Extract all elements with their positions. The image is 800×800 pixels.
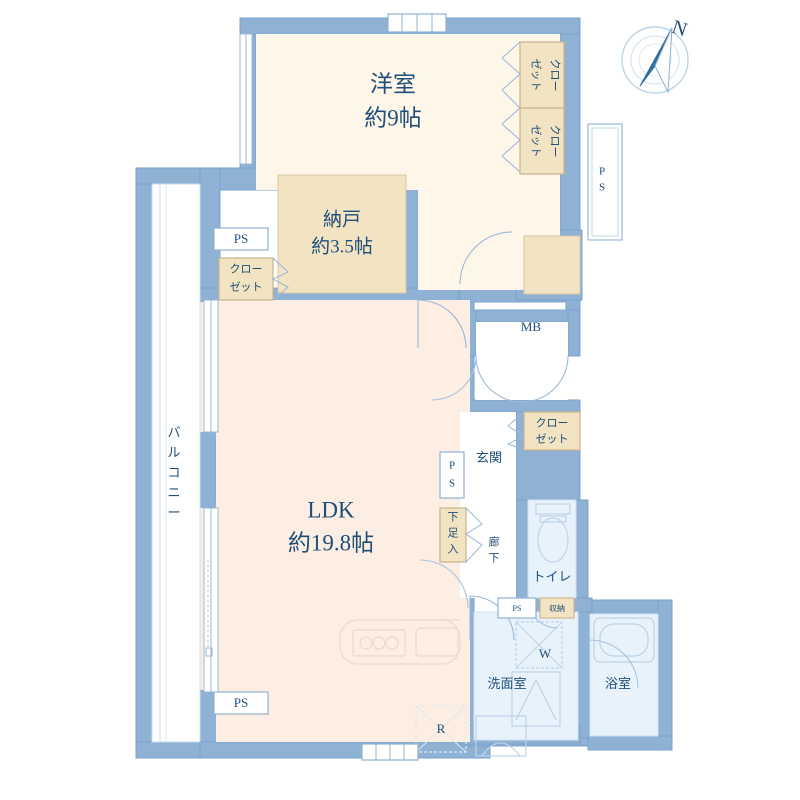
closet-label-1b: ゼット xyxy=(529,59,542,92)
label-entrance: 玄関 xyxy=(476,450,502,465)
ps-markers: PS PS P S PS P S xyxy=(213,123,623,715)
shoe-box: 下 足 入 xyxy=(439,507,483,563)
svg-text:コ: コ xyxy=(167,465,180,480)
room-corridor xyxy=(460,412,516,598)
label-mb: MB xyxy=(521,319,542,334)
closet-label-4a: クロー xyxy=(536,417,569,430)
north-arrow: N xyxy=(621,16,690,94)
closet-label-1a: クロー xyxy=(548,59,561,92)
svg-text:ル: ル xyxy=(167,445,180,460)
shoe-box-ch1: 下 xyxy=(448,512,459,524)
label-ldk-area: 約19.8帖 xyxy=(288,530,374,555)
closet-label-2b: ゼット xyxy=(529,125,542,158)
ps-label-sw: PS xyxy=(234,695,248,710)
ps-label-wash: PS xyxy=(513,604,522,613)
ps-entrance-p: P xyxy=(449,460,455,472)
hall-floor xyxy=(476,322,568,400)
ps-east-p: P xyxy=(599,166,605,178)
refrigerator-label: R xyxy=(437,721,446,736)
kitchen-counter xyxy=(339,619,461,665)
room-bathroom xyxy=(589,613,659,737)
svg-text:バ: バ xyxy=(167,425,180,440)
refrigerator: R xyxy=(415,705,467,753)
ps-washroom: PS xyxy=(497,597,537,619)
label-bedroom-name: 洋室 xyxy=(370,71,416,96)
closet-label-4b: ゼット xyxy=(536,433,569,446)
label-storeroom-name: 納戸 xyxy=(323,208,361,230)
label-bedroom-area: 約9帖 xyxy=(364,105,422,130)
label-storeroom-area: 約3.5帖 xyxy=(311,235,373,257)
toilet-fixture xyxy=(535,503,571,563)
closet-bedroom-lower: クロー ゼット xyxy=(501,107,565,175)
label-washroom: 洗面室 xyxy=(487,676,526,691)
svg-text:ー: ー xyxy=(167,505,180,520)
ps-southwest: PS xyxy=(213,691,269,715)
windows xyxy=(203,13,447,761)
east-alcove-storage xyxy=(523,235,581,295)
label-balcony: バ ル コ ニ ー xyxy=(167,425,180,520)
washing-machine: W xyxy=(515,621,563,669)
shoe-box-ch3: 入 xyxy=(448,544,459,556)
room-ldk-main xyxy=(216,300,470,742)
ps-east-outer: P S xyxy=(587,123,623,241)
label-toilet: トイレ xyxy=(532,569,571,584)
closet-storeroom: クロー ゼット xyxy=(218,257,289,301)
ps-label-nw: PS xyxy=(234,231,248,246)
closet-label-3a: クロー xyxy=(230,263,263,276)
washing-machine-label: W xyxy=(539,646,552,661)
label-corridor-ch1: 廊 xyxy=(489,535,500,549)
label-corridor-ch2: 下 xyxy=(489,553,500,565)
shoe-box-ch2: 足 xyxy=(448,528,459,540)
balcony xyxy=(151,183,201,743)
svg-text:ニ: ニ xyxy=(167,485,180,500)
ps-east-s: S xyxy=(599,182,605,194)
ps-entrance: P S xyxy=(439,451,465,499)
storage-small-label: 収納 xyxy=(549,603,565,613)
north-label: N xyxy=(669,16,690,41)
room-storeroom xyxy=(277,174,407,294)
label-bathroom: 浴室 xyxy=(605,676,631,691)
label-ldk-name: LDK xyxy=(307,497,355,522)
closet-label-2a: クロー xyxy=(548,125,561,158)
ps-northwest: PS xyxy=(213,227,269,251)
closet-label-3b: ゼット xyxy=(230,281,263,294)
closet-entrance: クロー ゼット xyxy=(506,411,581,451)
vanity-sink xyxy=(511,671,561,727)
storage-small: 収納 xyxy=(539,597,575,619)
washroom-base-cabinet xyxy=(475,715,527,757)
ps-entrance-s: S xyxy=(449,478,455,490)
